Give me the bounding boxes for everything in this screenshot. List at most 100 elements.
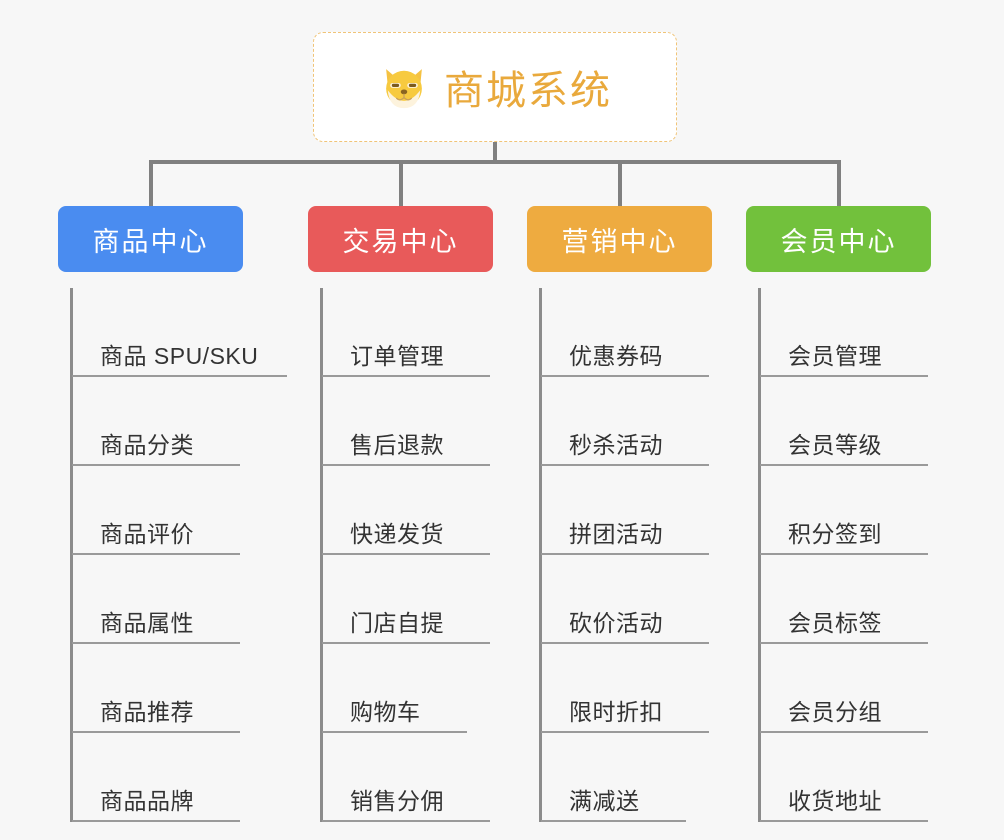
child-list-trade-center: 订单管理售后退款快递发货门店自提购物车销售分佣: [308, 288, 493, 822]
child-item-label: 商品分类: [100, 432, 194, 458]
child-item-underline: [760, 642, 928, 644]
child-item-underline: [541, 820, 686, 822]
child-item-label: 订单管理: [350, 343, 444, 369]
child-item[interactable]: 拼团活动: [541, 466, 712, 555]
child-item-label: 销售分佣: [350, 788, 444, 814]
child-item[interactable]: 商品推荐: [72, 644, 243, 733]
category-header-product-center[interactable]: 商品中心: [58, 206, 243, 272]
child-item-underline: [72, 731, 240, 733]
branch-trunk-line: [320, 288, 323, 822]
child-item[interactable]: 积分签到: [760, 466, 931, 555]
child-item[interactable]: 订单管理: [322, 288, 493, 377]
category-header-marketing-center[interactable]: 营销中心: [527, 206, 712, 272]
child-item-underline: [760, 731, 928, 733]
root-title: 商城系统: [444, 69, 612, 113]
child-item[interactable]: 会员管理: [760, 288, 931, 377]
child-item-underline: [541, 464, 709, 466]
child-item[interactable]: 商品分类: [72, 377, 243, 466]
child-item-label: 商品推荐: [100, 699, 194, 725]
child-list-member-center: 会员管理会员等级积分签到会员标签会员分组收货地址: [746, 288, 931, 822]
branch-trunk-line: [758, 288, 761, 822]
child-item-label: 购物车: [350, 699, 421, 725]
category-title: 营销中心: [561, 226, 678, 257]
connector-drop-3: [618, 160, 622, 206]
child-item-label: 门店自提: [350, 610, 444, 636]
child-item[interactable]: 限时折扣: [541, 644, 712, 733]
child-item-label: 会员管理: [788, 343, 882, 369]
category-header-trade-center[interactable]: 交易中心: [308, 206, 493, 272]
child-item-underline: [322, 553, 490, 555]
child-item-label: 砍价活动: [569, 610, 663, 636]
child-item-underline: [760, 375, 928, 377]
child-item[interactable]: 满减送: [541, 733, 712, 822]
branch-column-member-center: 会员中心会员管理会员等级积分签到会员标签会员分组收货地址: [746, 206, 931, 822]
child-item[interactable]: 秒杀活动: [541, 377, 712, 466]
child-item-underline: [322, 375, 490, 377]
child-item-label: 优惠券码: [569, 343, 663, 369]
child-item-label: 售后退款: [350, 432, 444, 458]
child-item-label: 收货地址: [788, 788, 882, 814]
child-item[interactable]: 销售分佣: [322, 733, 493, 822]
child-item-label: 商品属性: [100, 610, 194, 636]
child-item-underline: [72, 464, 240, 466]
child-item[interactable]: 购物车: [322, 644, 493, 733]
connector-drop-2: [399, 160, 403, 206]
root-node[interactable]: 商城系统: [313, 32, 677, 142]
connector-drop-4: [837, 160, 841, 206]
child-item[interactable]: 优惠券码: [541, 288, 712, 377]
child-item[interactable]: 会员标签: [760, 555, 931, 644]
category-header-member-center[interactable]: 会员中心: [746, 206, 931, 272]
child-item-underline: [541, 731, 709, 733]
child-item-underline: [760, 820, 928, 822]
child-item[interactable]: 商品属性: [72, 555, 243, 644]
child-item[interactable]: 会员等级: [760, 377, 931, 466]
branch-trunk-line: [70, 288, 73, 822]
category-title: 交易中心: [342, 226, 459, 257]
child-item-underline: [322, 642, 490, 644]
child-item-underline: [541, 553, 709, 555]
child-item-label: 商品评价: [100, 521, 194, 547]
child-item-label: 商品 SPU/SKU: [100, 343, 259, 369]
branch-column-product-center: 商品中心商品 SPU/SKU 商品分类商品评价商品属性商品推荐商品品牌: [58, 206, 287, 822]
shiba-dog-face-icon: [378, 61, 430, 113]
connector-drop-1: [149, 160, 153, 206]
child-item-underline: [541, 642, 709, 644]
branch-trunk-line: [539, 288, 542, 822]
connector-bus: [149, 160, 841, 164]
child-item[interactable]: 快递发货: [322, 466, 493, 555]
child-item-underline: [72, 642, 240, 644]
child-item-underline: [72, 820, 240, 822]
child-item-label: 满减送: [569, 788, 640, 814]
branch-column-trade-center: 交易中心订单管理售后退款快递发货门店自提购物车销售分佣: [308, 206, 493, 822]
child-item-underline: [72, 375, 287, 377]
child-item-underline: [541, 375, 709, 377]
child-item[interactable]: 砍价活动: [541, 555, 712, 644]
child-item-label: 秒杀活动: [569, 432, 663, 458]
child-item-underline: [760, 464, 928, 466]
child-item-label: 会员等级: [788, 432, 882, 458]
child-item-label: 拼团活动: [569, 521, 663, 547]
child-item-label: 会员标签: [788, 610, 882, 636]
child-item[interactable]: 售后退款: [322, 377, 493, 466]
child-list-product-center: 商品 SPU/SKU 商品分类商品评价商品属性商品推荐商品品牌: [58, 288, 287, 822]
child-item[interactable]: 商品评价: [72, 466, 243, 555]
child-item[interactable]: 商品 SPU/SKU: [72, 288, 287, 377]
child-item[interactable]: 会员分组: [760, 644, 931, 733]
child-item-underline: [322, 464, 490, 466]
child-item-label: 商品品牌: [100, 788, 194, 814]
branch-column-marketing-center: 营销中心优惠券码秒杀活动拼团活动砍价活动限时折扣满减送: [527, 206, 712, 822]
child-list-marketing-center: 优惠券码秒杀活动拼团活动砍价活动限时折扣满减送: [527, 288, 712, 822]
child-item-label: 限时折扣: [569, 699, 663, 725]
child-item[interactable]: 商品品牌: [72, 733, 243, 822]
child-item-label: 积分签到: [788, 521, 882, 547]
child-item-underline: [72, 553, 240, 555]
child-item-label: 快递发货: [350, 521, 444, 547]
child-item-label: 会员分组: [788, 699, 882, 725]
category-title: 会员中心: [780, 226, 897, 257]
connector-stem: [493, 142, 497, 162]
child-item[interactable]: 收货地址: [760, 733, 931, 822]
child-item[interactable]: 门店自提: [322, 555, 493, 644]
child-item-underline: [760, 553, 928, 555]
child-item-underline: [322, 731, 467, 733]
